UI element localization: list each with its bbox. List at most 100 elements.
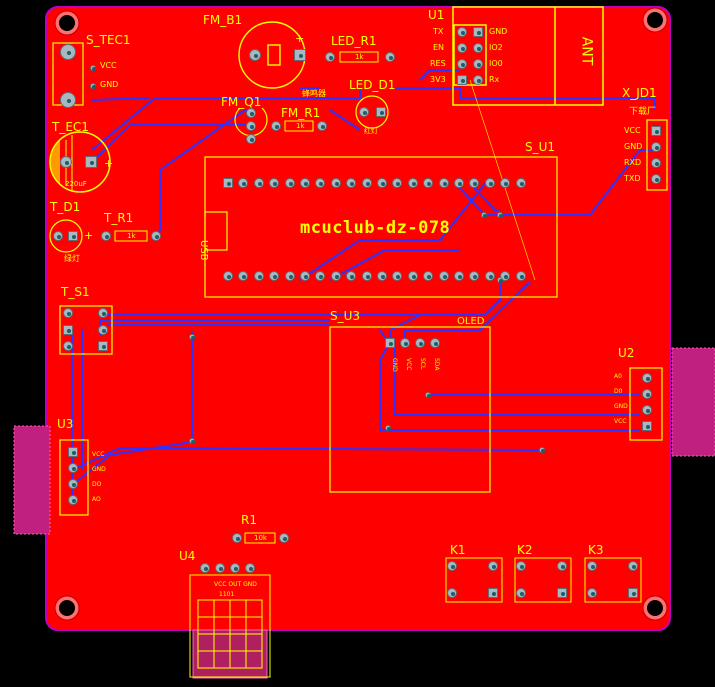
k3-pad bbox=[587, 561, 597, 571]
fm-b1-pad bbox=[249, 49, 261, 61]
fm-r1-value: 1k bbox=[296, 122, 305, 130]
k1-pad bbox=[488, 561, 498, 571]
s-u1-top-pad bbox=[392, 178, 403, 188]
s-tec1-label: S_TEC1 bbox=[86, 33, 131, 47]
u1-rx-label: Rx bbox=[489, 75, 500, 84]
s-u1-bottom-pad bbox=[407, 271, 418, 281]
via bbox=[385, 425, 391, 431]
u1-pad bbox=[473, 43, 483, 53]
u4-pad bbox=[230, 563, 240, 573]
s-u1-top-pad bbox=[284, 178, 295, 188]
u1-io0-label: IO0 bbox=[489, 59, 503, 68]
k3-label: K3 bbox=[588, 543, 604, 557]
u4-pad bbox=[245, 563, 255, 573]
x-jd1-outline bbox=[646, 119, 668, 191]
s-u1-top-pad bbox=[469, 178, 480, 188]
t-s1-pad bbox=[98, 308, 108, 318]
via bbox=[90, 65, 96, 71]
s-u1-bottom-pad bbox=[330, 271, 341, 281]
u1-pad bbox=[473, 59, 483, 69]
u3-pad bbox=[68, 447, 78, 457]
s-u1-top-pad bbox=[515, 178, 526, 188]
led-d1-note: 红灯 bbox=[364, 127, 378, 135]
r1-pad bbox=[279, 533, 289, 543]
t-ec1-body bbox=[49, 131, 111, 193]
t-s1-pad bbox=[63, 308, 73, 318]
s-u1-top-pad bbox=[454, 178, 464, 188]
t-s1-label: T_S1 bbox=[61, 285, 90, 299]
t-ec1-value: 220uF bbox=[65, 180, 87, 188]
u1-res-label: RES bbox=[430, 59, 446, 68]
r1-value: 10k bbox=[254, 534, 267, 542]
u3-pins-2: DO bbox=[92, 481, 102, 488]
su3-pins-1: VCC bbox=[405, 358, 412, 371]
u1-pad bbox=[457, 59, 467, 69]
s-u1-top-pad bbox=[238, 178, 249, 188]
buzzer-note: 蜂鸣器 bbox=[302, 89, 326, 98]
u4-label: U4 bbox=[179, 549, 196, 563]
s-u1-top-pad bbox=[315, 178, 326, 188]
su3-pins-3: SDA bbox=[433, 358, 440, 371]
s-u1-bottom-pad bbox=[484, 271, 495, 281]
t-d1-plus: + bbox=[84, 229, 94, 242]
s-u1-bottom-pad bbox=[377, 271, 387, 281]
u1-pad bbox=[457, 27, 467, 37]
via bbox=[497, 277, 503, 283]
via bbox=[189, 334, 195, 340]
led-r1-pad bbox=[385, 52, 395, 62]
s-u1-top-pad bbox=[330, 178, 341, 188]
k2-pad bbox=[516, 561, 526, 571]
t-d1-pad bbox=[53, 231, 63, 241]
u2-pins-0: A0 bbox=[614, 373, 622, 380]
su3-pins-2: SCL bbox=[419, 358, 426, 370]
s-u1-bottom-pad bbox=[515, 271, 526, 281]
fm-r1-pad bbox=[271, 121, 281, 131]
t-d1-label: T_D1 bbox=[50, 200, 81, 214]
s-u1-bottom-pad bbox=[500, 271, 511, 281]
u4-inner-label: 1101 bbox=[219, 591, 235, 598]
t-r1-value: 1k bbox=[127, 232, 136, 240]
u2-pad bbox=[642, 405, 652, 415]
u3-pad bbox=[68, 495, 78, 505]
via bbox=[539, 447, 545, 453]
k1-pad bbox=[447, 588, 457, 598]
board-title: mcuclub-dz-078 bbox=[300, 218, 451, 238]
fm-q1-pad bbox=[246, 134, 256, 144]
u2-overhang bbox=[671, 347, 715, 457]
s-u1-top-pad bbox=[300, 178, 310, 188]
x-jd1-vcc-label: VCC bbox=[624, 126, 641, 135]
s-u1-top-pad bbox=[407, 178, 418, 188]
u1-pad bbox=[473, 27, 483, 37]
u2-pad bbox=[642, 389, 652, 399]
s-u1-bottom-pad bbox=[315, 271, 326, 281]
u2-pins-2: GND bbox=[614, 403, 628, 410]
u2-pad bbox=[642, 373, 652, 383]
x-jd1-gnd-label: GND bbox=[624, 142, 643, 151]
s-u1-bottom-pad bbox=[361, 271, 372, 281]
s-u1-bottom-pad bbox=[392, 271, 403, 281]
s-u1-bottom-pad bbox=[253, 271, 264, 281]
s-u1-top-pad bbox=[223, 178, 233, 188]
u2-label: U2 bbox=[618, 346, 635, 360]
x-jd1-label: X_JD1 bbox=[622, 86, 657, 100]
u3-label: U3 bbox=[57, 417, 74, 431]
s-u1-top-pad bbox=[361, 178, 372, 188]
u3-pins-0: VCC bbox=[92, 451, 105, 458]
u1-pad bbox=[457, 75, 467, 85]
s-u3-outline bbox=[329, 326, 491, 493]
t-r1-label: T_R1 bbox=[104, 211, 134, 225]
u1-tx-label: TX bbox=[433, 27, 444, 36]
k2-label: K2 bbox=[517, 543, 533, 557]
u1-pad bbox=[457, 43, 467, 53]
k2-pad bbox=[557, 588, 567, 598]
k1-label: K1 bbox=[450, 543, 466, 557]
fm-r1-pad bbox=[317, 121, 327, 131]
su3-pins-0: GND bbox=[391, 358, 398, 372]
u2-pins-3: VCC bbox=[614, 418, 627, 425]
u1-3v3-label: 3V3 bbox=[430, 75, 446, 84]
t-s1-pad bbox=[98, 341, 108, 351]
s-u1-label: S_U1 bbox=[525, 140, 556, 154]
t-d1-note: 绿灯 bbox=[64, 254, 80, 263]
x-jd1-rxd-label: RXD bbox=[624, 158, 642, 167]
key-outlines bbox=[445, 557, 642, 603]
